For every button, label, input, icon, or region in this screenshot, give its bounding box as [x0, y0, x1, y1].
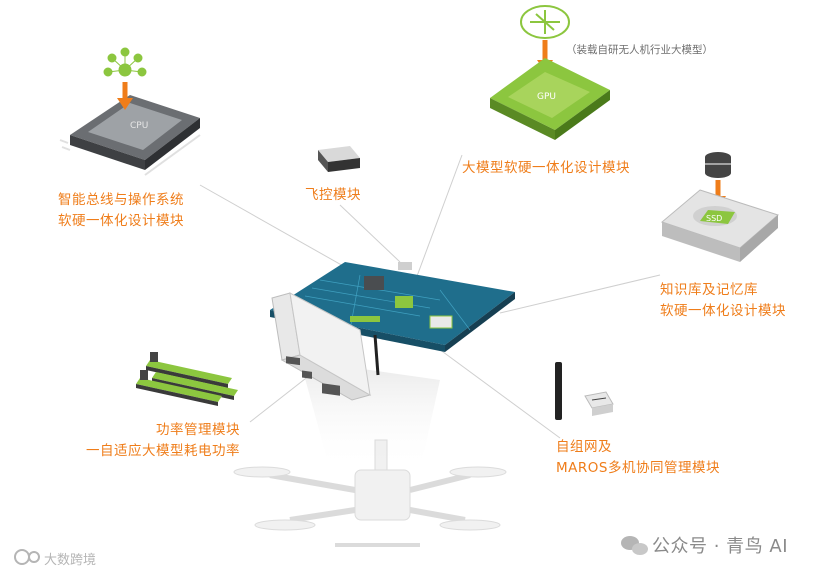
database-icon	[705, 152, 731, 178]
board-antenna	[373, 334, 380, 376]
flight-control-label: 飞控模块	[305, 187, 361, 203]
knowledge-module-label-line2: 软硬一体化设计模块	[660, 303, 786, 319]
power-rails-icon	[136, 352, 238, 406]
cpu-module-label-line2: 软硬一体化设计模块	[58, 213, 184, 229]
knowledge-module-label-line1: 知识库及记忆库	[660, 282, 758, 298]
network-module-label: 自组网及 MAROS多机协同管理模块	[556, 437, 720, 479]
brand-logo-icon	[14, 549, 40, 565]
ssd-chip-text: SSD	[706, 214, 722, 223]
board-flight-chip	[398, 262, 412, 270]
board-power-rails	[350, 316, 380, 322]
gpu-chip-icon	[490, 58, 610, 140]
wechat-icon	[621, 536, 648, 555]
board-cpu-chip	[364, 276, 384, 290]
cpu-chip-icon	[59, 95, 201, 176]
board-ssd-chip	[429, 315, 453, 329]
cpu-module-label: 智能总线与操作系统 软硬一体化设计模块	[58, 190, 184, 232]
hard-drive-icon	[660, 189, 779, 262]
main-board	[270, 262, 515, 401]
gpu-module-label: 大模型软硬一体化设计模块	[462, 160, 630, 176]
network-node-icon	[103, 47, 147, 77]
cpu-module-label-line1: 智能总线与操作系统	[58, 192, 184, 208]
drone-illustration	[233, 439, 507, 547]
board-gpu-chip	[395, 296, 413, 308]
brain-icon	[520, 5, 570, 39]
network-module-label-line1: 自组网及	[556, 439, 612, 455]
watermark-right: 公众号 · 青鸟 AI	[652, 536, 789, 557]
radio-module-icon	[584, 391, 614, 416]
gpu-chip-text: GPU	[537, 92, 556, 102]
power-module-label: 功率管理模块 一自适应大模型耗电功率	[86, 420, 240, 462]
power-module-label-line1: 功率管理模块	[156, 422, 240, 438]
watermark-left: 大数跨境	[44, 553, 97, 568]
cpu-chip-text: CPU	[130, 121, 148, 131]
antenna-icon	[555, 362, 562, 420]
power-module-label-line2: 一自适应大模型耗电功率	[86, 443, 240, 459]
network-module-label-line2: MAROS多机协同管理模块	[556, 460, 720, 476]
flight-control-icon	[318, 146, 360, 172]
knowledge-module-label: 知识库及记忆库 软硬一体化设计模块	[660, 280, 786, 322]
gpu-module-note: （装载自研无人机行业大模型）	[566, 44, 713, 56]
